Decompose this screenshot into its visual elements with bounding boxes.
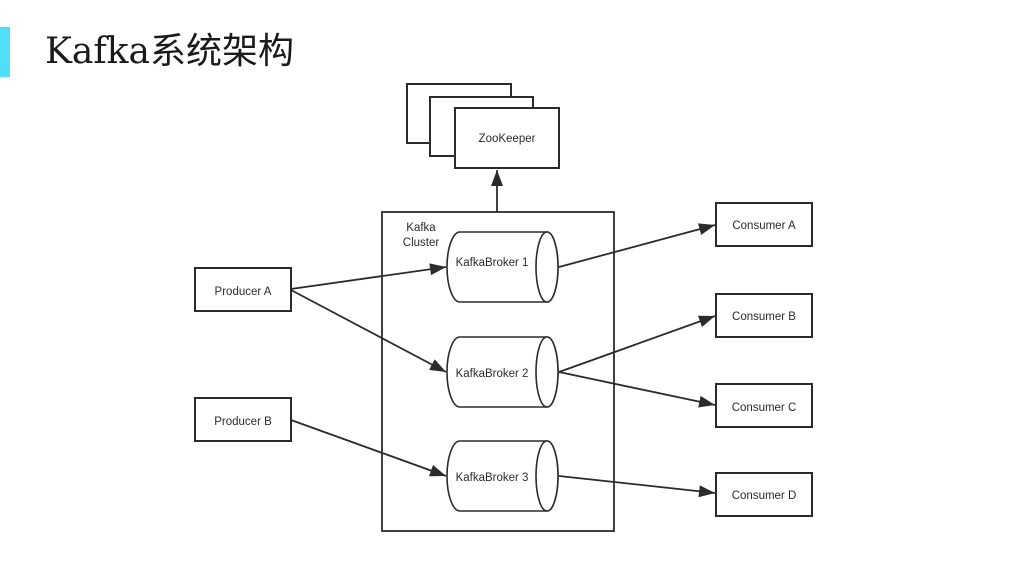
consumer-b-label: Consumer B bbox=[732, 311, 796, 323]
edge-broker-2-to-consumer-b bbox=[558, 315, 716, 373]
consumer-d-box bbox=[715, 472, 813, 517]
consumer-d-label: Consumer D bbox=[732, 490, 797, 502]
edge-producer-b-to-broker-3 bbox=[290, 419, 447, 477]
producer-b-label: Producer B bbox=[214, 416, 272, 428]
edge-broker-3-to-consumer-d bbox=[558, 475, 716, 498]
broker-1-cap bbox=[535, 231, 559, 303]
title-accent-bar bbox=[0, 27, 10, 77]
broker-2-cap bbox=[535, 336, 559, 408]
consumer-a: Consumer A bbox=[715, 202, 813, 247]
edge-broker-1-to-consumer-a bbox=[558, 223, 716, 268]
edge-producer-a-to-broker-2 bbox=[290, 289, 447, 373]
edge-producer-a-to-broker-1 bbox=[290, 263, 447, 290]
slide-title: Kafka系统架构 bbox=[45, 31, 294, 72]
broker-2-label: KafkaBroker 2 bbox=[456, 368, 529, 380]
broker-1: KafkaBroker 1 bbox=[446, 231, 559, 303]
broker-3: KafkaBroker 3 bbox=[446, 440, 559, 512]
zookeeper-node: ZooKeeper bbox=[406, 83, 560, 169]
producer-b: Producer B bbox=[194, 397, 292, 442]
broker-3-label: KafkaBroker 3 bbox=[456, 472, 529, 484]
consumer-d: Consumer D bbox=[715, 472, 813, 517]
consumer-a-box bbox=[715, 202, 813, 247]
cluster-label-line2: Cluster bbox=[403, 237, 440, 249]
zookeeper-front-card bbox=[454, 107, 560, 169]
producer-a-box bbox=[194, 267, 292, 312]
producer-a: Producer A bbox=[194, 267, 292, 312]
broker-1-label: KafkaBroker 1 bbox=[456, 257, 529, 269]
zookeeper-label: ZooKeeper bbox=[479, 133, 536, 145]
cluster-label-line1: Kafka bbox=[406, 222, 436, 234]
producer-a-label: Producer A bbox=[215, 286, 272, 298]
consumer-c-box bbox=[715, 383, 813, 428]
consumer-b-box bbox=[715, 293, 813, 338]
broker-3-cap bbox=[535, 440, 559, 512]
consumer-c: Consumer C bbox=[715, 383, 813, 428]
broker-2: KafkaBroker 2 bbox=[446, 336, 559, 408]
producer-b-box bbox=[194, 397, 292, 442]
kafka-cluster: Kafka Cluster bbox=[381, 211, 615, 532]
consumer-b: Consumer B bbox=[715, 293, 813, 338]
consumer-c-label: Consumer C bbox=[732, 402, 797, 414]
edge-broker-2-to-consumer-c bbox=[558, 371, 716, 408]
consumer-a-label: Consumer A bbox=[732, 220, 796, 232]
kafka-cluster-boundary bbox=[381, 211, 615, 532]
